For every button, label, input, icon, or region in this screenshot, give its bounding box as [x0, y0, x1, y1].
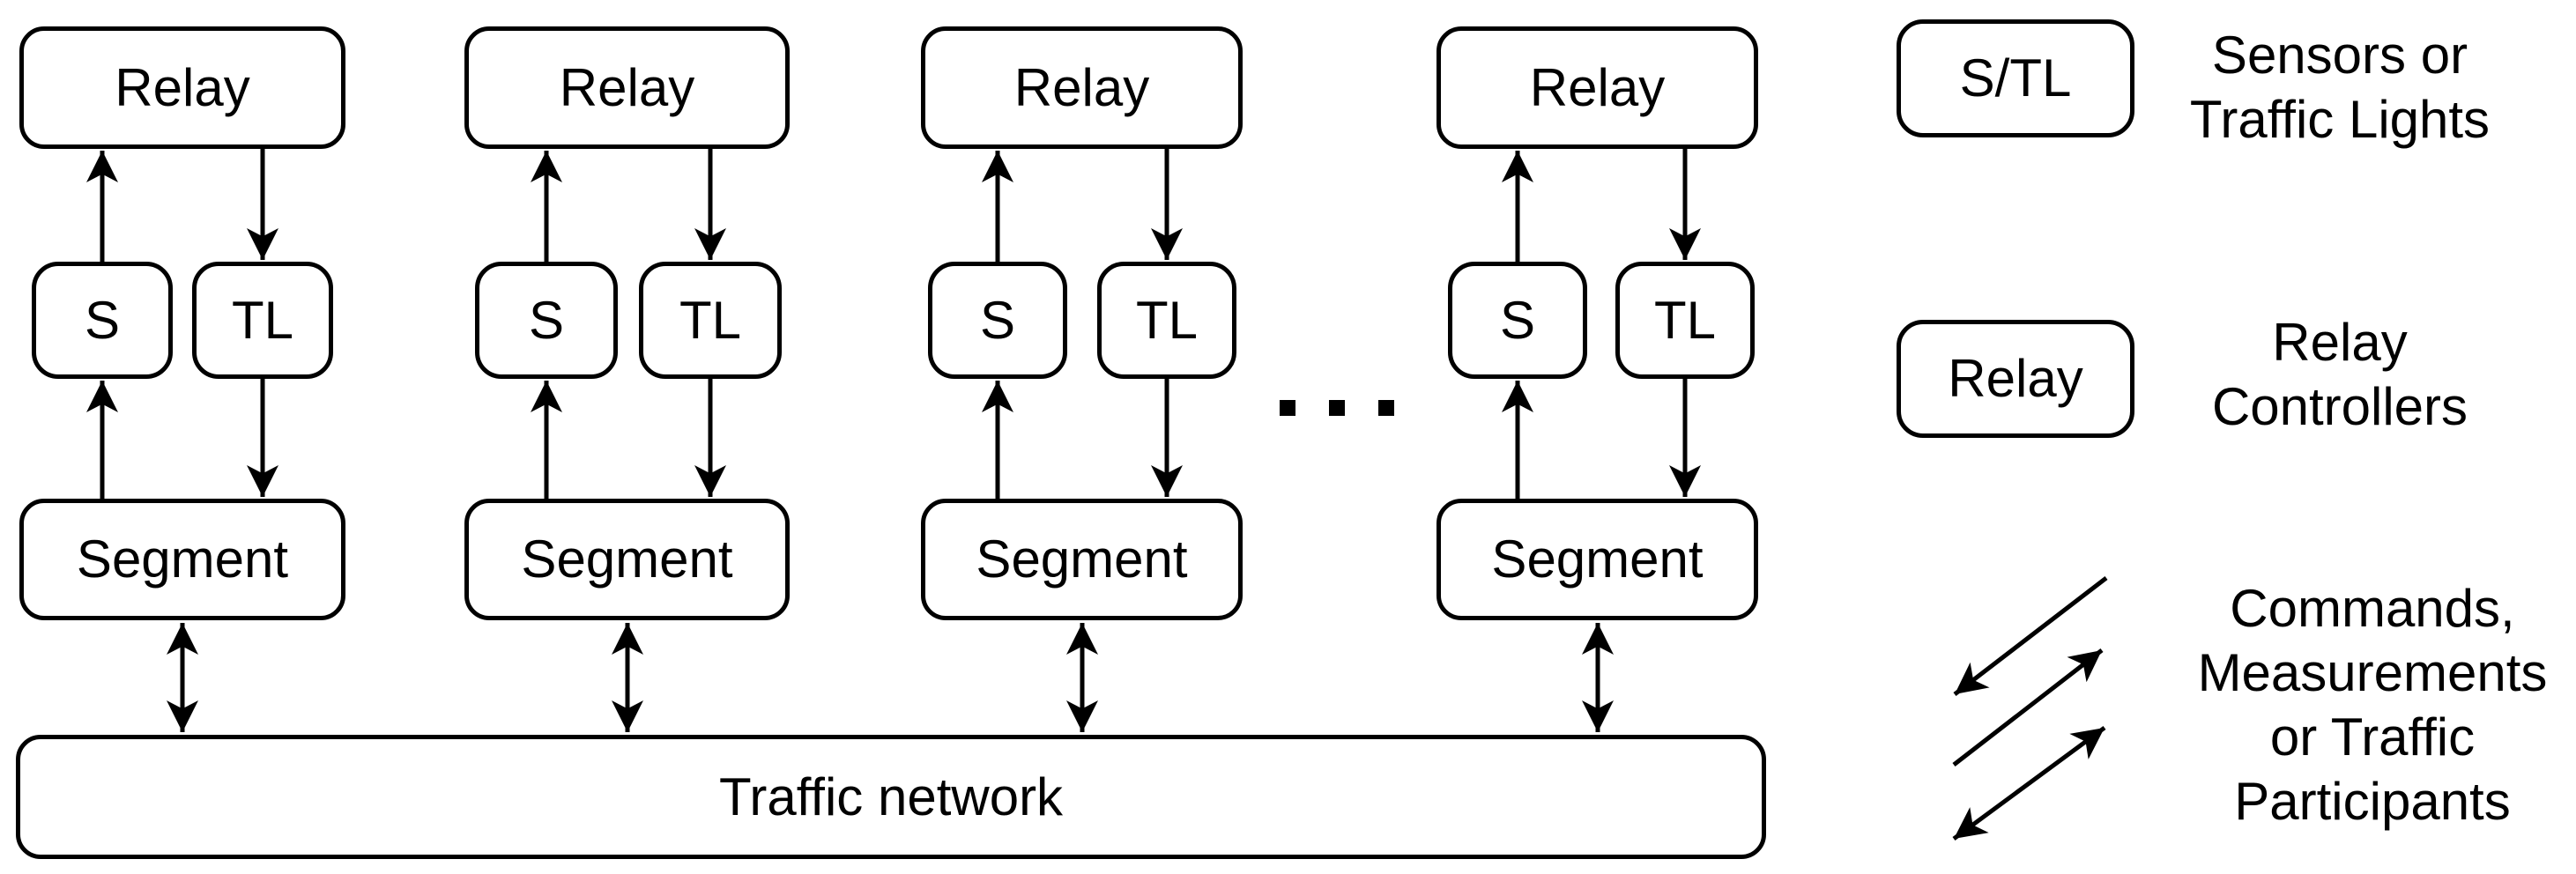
traffic-light-box-label: TL: [1653, 290, 1717, 350]
legend-sensor-label: Sensors or Traffic Lights: [2128, 23, 2551, 152]
legend-sensor-label-line1: Sensors or: [2211, 26, 2468, 85]
sensor-box-label: S: [979, 290, 1016, 350]
sensor-box-col1: S: [32, 262, 173, 379]
relay-box-col1: Relay: [19, 26, 345, 149]
traffic-light-box-label: TL: [679, 290, 742, 350]
legend-arrow-bidirectional-icon: [1952, 725, 2106, 841]
relay-box-col4: Relay: [1436, 26, 1758, 149]
traffic-light-box-label: TL: [1135, 290, 1199, 350]
relay-box-label: Relay: [1013, 57, 1150, 117]
relay-box-label: Relay: [1529, 57, 1666, 117]
relay-box-col2: Relay: [464, 26, 790, 149]
sensor-box-label: S: [1499, 290, 1536, 350]
sensor-box-col3: S: [928, 262, 1067, 379]
legend-flows-label: Commands, Measurements or Traffic Partic…: [2161, 576, 2576, 833]
sensor-box-label: S: [84, 290, 121, 350]
sensor-box-col2: S: [475, 262, 618, 379]
sensor-box-label: S: [528, 290, 565, 350]
ellipsis-dot: [1378, 400, 1394, 416]
segment-box-col2: Segment: [464, 499, 790, 620]
segment-box-col4: Segment: [1436, 499, 1758, 620]
segment-box-label: Segment: [76, 530, 289, 589]
legend-relay-label-line2: Controllers: [2211, 377, 2468, 436]
traffic-light-box-col4: TL: [1615, 262, 1755, 379]
legend-flows-label-line1: Commands,: [2230, 579, 2515, 638]
ellipsis-dot: [1329, 400, 1345, 416]
ellipsis-dot: [1280, 400, 1295, 416]
segment-box-col1: Segment: [19, 499, 345, 620]
legend-relay-label: Relay Controllers: [2128, 310, 2551, 439]
traffic-light-box-col2: TL: [639, 262, 782, 379]
traffic-light-box-label: TL: [231, 290, 294, 350]
segment-box-label: Segment: [976, 530, 1188, 589]
legend-sensor-symbol-box: S/TL: [1897, 19, 2134, 137]
relay-box-label: Relay: [559, 57, 695, 117]
legend-relay-symbol-box: Relay: [1897, 320, 2134, 438]
legend-sensor-label-line2: Traffic Lights: [2189, 90, 2491, 149]
segment-box-label: Segment: [1491, 530, 1704, 589]
legend-arrow-down-left-icon: [1953, 576, 2108, 696]
traffic-light-box-col1: TL: [192, 262, 333, 379]
legend-sensor-symbol: S/TL: [1959, 48, 2072, 107]
sensor-box-col4: S: [1448, 262, 1587, 379]
segment-box-col3: Segment: [921, 499, 1243, 620]
legend-flows-label-line2: Measurements: [2197, 643, 2548, 702]
legend-relay-symbol: Relay: [1948, 349, 2083, 408]
relay-box-label: Relay: [115, 57, 250, 117]
traffic-network-box: Traffic network: [16, 735, 1766, 859]
legend-flows-label-line3: or Traffic: [2269, 707, 2476, 767]
legend-flows-label-line4: Participants: [2234, 772, 2511, 831]
legend-relay-label-line1: Relay: [2272, 313, 2408, 372]
traffic-light-box-col3: TL: [1097, 262, 1236, 379]
relay-box-col3: Relay: [921, 26, 1243, 149]
segment-box-label: Segment: [521, 530, 733, 589]
traffic-network-label: Traffic network: [718, 767, 1064, 826]
